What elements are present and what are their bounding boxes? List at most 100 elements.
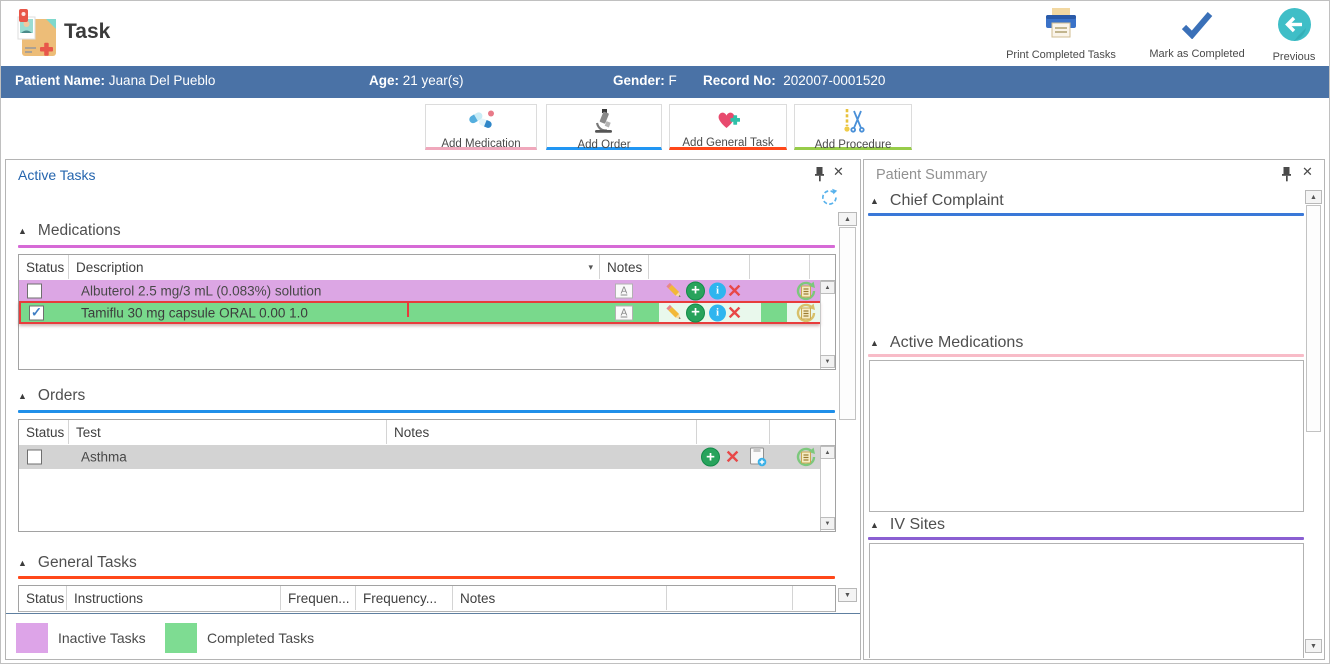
add-plus-icon[interactable]: + (701, 447, 720, 467)
inactive-color-swatch (16, 623, 48, 653)
grid-scroll-up[interactable]: ▲ (820, 446, 835, 459)
active-tasks-panel: Active Tasks ✕ ▲ ▼ ▲ Medications Status (5, 159, 861, 660)
panel-scroll-thumb[interactable] (839, 227, 856, 420)
iv-sites-section-header[interactable]: ▲ IV Sites (870, 516, 945, 534)
medication-row-tamiflu[interactable]: ✓ Tamiflu 30 mg capsule ORAL 0.00 1.0 A … (19, 301, 820, 324)
pills-icon (467, 108, 495, 137)
notes-icon[interactable]: A (615, 283, 633, 298)
column-blank (750, 255, 810, 279)
close-icon[interactable]: ✕ (833, 164, 844, 179)
panel-scroll-down[interactable]: ▼ (838, 588, 857, 602)
iv-sites-underline (868, 537, 1304, 540)
add-medication-button[interactable]: Add Medication (425, 104, 537, 150)
back-arrow-icon (1277, 7, 1312, 47)
order-row-asthma[interactable]: Asthma + ✕ (19, 445, 820, 469)
chief-complaint-section-header[interactable]: ▲ Chief Complaint (870, 192, 1004, 210)
column-blank (770, 420, 820, 444)
edit-pencil-icon[interactable] (665, 303, 684, 322)
checkmark-icon (1180, 11, 1214, 44)
history-icon[interactable] (795, 446, 817, 468)
column-status[interactable]: Status (19, 255, 69, 279)
column-blank (793, 586, 820, 610)
info-icon[interactable]: i (709, 304, 726, 321)
delete-x-icon[interactable]: ✕ (727, 280, 743, 301)
medication-row-albuterol[interactable]: Albuterol 2.5 mg/3 mL (0.083%) solution … (19, 280, 820, 301)
info-icon[interactable]: i (709, 282, 726, 299)
add-plus-icon[interactable]: + (686, 281, 705, 300)
status-checkbox[interactable] (27, 283, 42, 298)
column-frequency-short[interactable]: Frequen... (281, 586, 356, 610)
add-general-task-button[interactable]: Add General Task (669, 104, 787, 150)
column-blank (697, 420, 770, 444)
inactive-legend-label: Inactive Tasks (58, 630, 146, 646)
notes-icon[interactable]: A (615, 305, 633, 320)
column-notes[interactable]: Notes (387, 420, 697, 444)
legend-divider (6, 613, 860, 614)
mark-as-completed-button[interactable]: Mark as Completed (1131, 11, 1263, 60)
column-blank (649, 255, 750, 279)
general-tasks-accent-underline (18, 576, 835, 579)
add-order-button[interactable]: Add Order (546, 104, 662, 151)
grid-scrollbar[interactable] (820, 280, 836, 369)
medication-description: Albuterol 2.5 mg/3 mL (0.083%) solution (81, 283, 322, 298)
column-description[interactable]: Description ▾ (69, 255, 600, 279)
refresh-icon[interactable] (819, 187, 840, 213)
add-procedure-button[interactable]: Add Procedure (794, 104, 912, 151)
print-completed-tasks-button[interactable]: Print Completed Tasks (1001, 7, 1121, 61)
column-test[interactable]: Test (69, 420, 387, 444)
add-medication-label: Add Medication (441, 138, 521, 150)
medications-section-header[interactable]: ▲ Medications (18, 222, 121, 240)
status-checkbox[interactable] (27, 449, 42, 465)
grid-scroll-down[interactable]: ▼ (820, 355, 835, 368)
orders-section-header[interactable]: ▲ Orders (18, 387, 85, 405)
pin-icon[interactable] (1281, 166, 1293, 187)
add-plus-icon[interactable]: + (686, 303, 705, 322)
completed-color-swatch (165, 623, 197, 653)
patient-info-bar: Patient Name: Juana Del Pueblo Age: 21 y… (1, 66, 1329, 98)
collapse-arrow-icon: ▲ (18, 558, 27, 568)
grid-scroll-up[interactable]: ▲ (820, 281, 835, 294)
summary-scroll-up[interactable]: ▲ (1305, 190, 1322, 204)
orders-section-title: Orders (37, 387, 86, 404)
close-icon[interactable]: ✕ (1302, 164, 1313, 179)
pin-icon[interactable] (814, 166, 826, 187)
print-completed-tasks-label: Print Completed Tasks (1006, 49, 1116, 61)
history-icon[interactable] (795, 302, 817, 324)
column-instructions[interactable]: Instructions (67, 586, 281, 610)
active-medications-underline (868, 354, 1304, 357)
grid-scroll-down[interactable]: ▼ (820, 517, 835, 530)
history-icon[interactable] (795, 280, 817, 302)
collapse-arrow-icon: ▲ (18, 391, 27, 401)
general-tasks-section-header[interactable]: ▲ General Tasks (18, 554, 137, 572)
delete-x-icon[interactable]: ✕ (727, 302, 743, 323)
add-general-task-label: Add General Task (682, 137, 774, 149)
patient-record-no: Record No: 202007-0001520 (703, 73, 886, 88)
active-medications-section-header[interactable]: ▲ Active Medications (870, 334, 1023, 352)
mark-as-completed-label: Mark as Completed (1149, 48, 1245, 60)
page-title: Task (64, 20, 111, 43)
column-blank (667, 586, 793, 610)
status-checkbox-checked[interactable]: ✓ (29, 305, 44, 320)
column-notes[interactable]: Notes (600, 255, 649, 279)
column-status[interactable]: Status (19, 586, 67, 610)
legend-inactive-tasks: Inactive Tasks (16, 623, 146, 653)
summary-scroll-thumb[interactable] (1306, 205, 1321, 432)
previous-button[interactable]: Previous (1263, 7, 1325, 63)
iv-sites-title: IV Sites (889, 516, 946, 533)
column-status[interactable]: Status (19, 420, 69, 444)
grid-scrollbar[interactable] (820, 445, 836, 531)
summary-scroll-down[interactable]: ▼ (1305, 639, 1322, 653)
active-medications-box (869, 360, 1304, 512)
filter-dropdown-icon[interactable]: ▾ (588, 261, 593, 272)
column-frequency-long[interactable]: Frequency... (356, 586, 453, 610)
drag-indicator-line (407, 301, 409, 317)
delete-x-icon[interactable]: ✕ (725, 447, 741, 467)
edit-pencil-icon[interactable] (665, 281, 684, 300)
active-medications-title: Active Medications (889, 334, 1024, 351)
column-blank (810, 255, 820, 279)
save-new-icon[interactable] (748, 447, 767, 467)
panel-scroll-up[interactable]: ▲ (838, 212, 857, 226)
heart-plus-icon (715, 108, 741, 136)
column-notes[interactable]: Notes (453, 586, 667, 610)
